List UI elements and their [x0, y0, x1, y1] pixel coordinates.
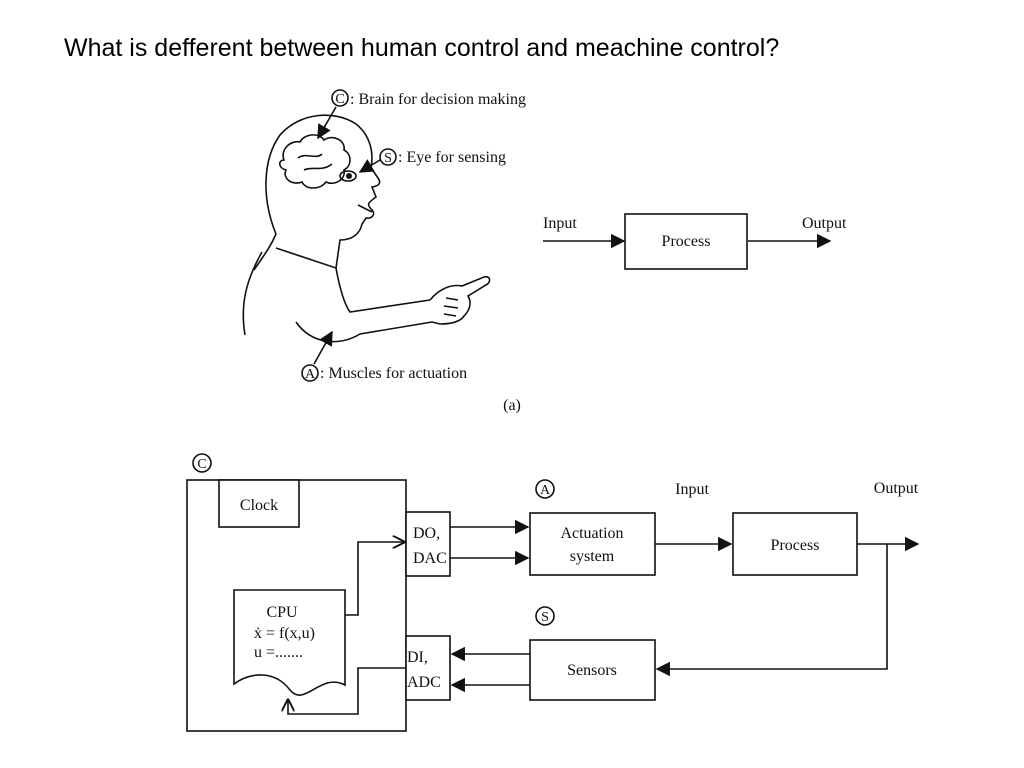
brain-outline: [278, 134, 351, 189]
simple-block-diagram: Input Process Output: [543, 213, 847, 270]
actuation-box: [529, 512, 656, 576]
neck-line: [253, 233, 277, 271]
brain-folds: [297, 153, 333, 171]
sensors-box: [529, 639, 656, 701]
do-dac-box: [405, 511, 451, 577]
clock-label: Clock: [240, 497, 278, 514]
actuation-letter-circle: [535, 479, 555, 499]
feedback-to-sensors-arrow: [655, 544, 888, 677]
sensors-label: Sensors: [567, 662, 617, 679]
brain-arrow: [317, 106, 337, 140]
cpu-equation-1: ẋ = f(x,u): [254, 625, 315, 642]
muscle-letter-circle: [301, 364, 319, 382]
simple-input-label: Input: [543, 215, 577, 232]
head-outline: [265, 114, 381, 269]
shoulder-line: [275, 247, 337, 269]
cpu-equation-2: u =.......: [254, 644, 303, 661]
slide-title: What is defferent between human control …: [64, 34, 780, 62]
do-label-line1: DO,: [413, 525, 440, 542]
brain-letter: C: [335, 92, 344, 107]
eye-outline: [339, 170, 357, 182]
hand-outline: [429, 275, 491, 325]
muscle-letter: A: [305, 367, 316, 382]
simple-process-box: [624, 213, 748, 270]
brain-label: : Brain for decision making: [350, 91, 526, 108]
cpu-box: [233, 589, 346, 696]
brain-letter-circle: [331, 89, 349, 107]
sensors-letter-circle: [535, 606, 555, 626]
human-figure: [242, 114, 491, 343]
caption-a: (a): [503, 397, 521, 414]
clock-box: [218, 479, 300, 528]
muscle-arrow: [313, 330, 333, 365]
controller-letter: C: [197, 457, 206, 472]
eye-pupil: [346, 173, 352, 179]
actuation-label-line1: Actuation: [560, 525, 623, 542]
eye-letter: S: [384, 151, 392, 166]
mouth-line: [357, 204, 373, 213]
brain-annotation: C : Brain for decision making: [317, 89, 526, 140]
finger-lines: [443, 297, 459, 317]
simple-output-label: Output: [802, 215, 847, 232]
machine-process-label: Process: [771, 537, 820, 554]
muscle-label: : Muscles for actuation: [320, 365, 467, 382]
cpu-to-do-arrow: [345, 542, 404, 616]
controller-letter-circle: [192, 453, 212, 473]
back-line: [242, 251, 263, 336]
machine-input-label: Input: [675, 481, 709, 498]
muscle-annotation: A : Muscles for actuation: [301, 330, 467, 382]
di-to-cpu-arrow: [288, 667, 406, 715]
actuation-letter: A: [540, 483, 551, 498]
di-label-line1: DI,: [407, 649, 428, 666]
eye-arrow: [358, 159, 381, 173]
do-label-line2: DAC: [413, 550, 447, 567]
actuation-label-line2: system: [570, 548, 615, 565]
simple-process-label: Process: [662, 233, 711, 250]
di-label-line2: ADC: [407, 674, 441, 691]
machine-control-diagram: C Clock CPU ẋ = f(x,u) u =....... DO, DA…: [186, 453, 920, 732]
cpu-title: CPU: [266, 604, 298, 621]
sensors-letter: S: [541, 610, 549, 625]
eye-label: : Eye for sensing: [398, 149, 506, 166]
lower-arm-line: [295, 321, 433, 343]
eye-letter-circle: [379, 148, 397, 166]
upper-arm-line: [335, 267, 431, 313]
eye-annotation: S : Eye for sensing: [358, 148, 506, 173]
machine-process-box: [732, 512, 858, 576]
machine-output-label: Output: [874, 480, 919, 497]
di-adc-box: [405, 635, 451, 701]
